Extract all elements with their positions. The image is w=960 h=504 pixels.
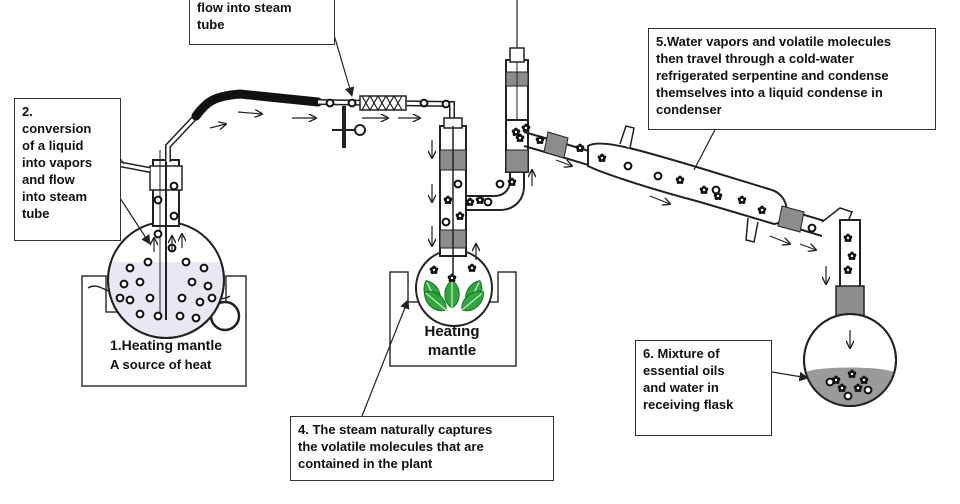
heating-mantle-1-sublabel: A source of heat bbox=[110, 357, 212, 372]
heating-mantle-2-label: Heating mantle bbox=[424, 323, 480, 359]
callout-step2: 2. conversion of a liquid into vapors an… bbox=[14, 98, 121, 241]
condenser bbox=[523, 125, 829, 250]
biomass-flask bbox=[415, 117, 493, 327]
steam-tube bbox=[191, 89, 455, 148]
callout-pointers bbox=[119, 27, 809, 417]
callout-step4: 4. The steam naturally captures the vola… bbox=[290, 416, 554, 481]
receiving-flask bbox=[803, 207, 897, 407]
callout-step6: 6. Mixture of essential oils and water i… bbox=[635, 340, 772, 436]
callout-step5: 5.Water vapors and volatile molecules th… bbox=[648, 28, 936, 130]
heating-mantle-1-label: 1.Heating mantle bbox=[109, 337, 223, 353]
boiling-flask bbox=[107, 109, 225, 339]
distillation-head bbox=[465, 0, 532, 211]
callout-step3: flow into steam tube bbox=[189, 0, 335, 45]
